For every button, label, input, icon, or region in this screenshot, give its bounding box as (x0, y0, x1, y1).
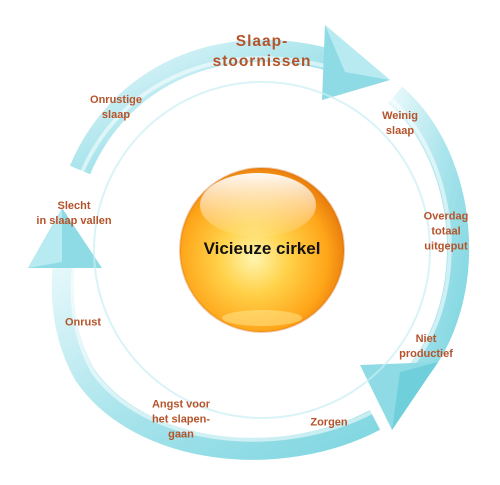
arrow-right (360, 86, 469, 430)
label-zorgen: Zorgen (310, 416, 347, 431)
label-line: slaap (101, 109, 131, 121)
label-line: Slecht (57, 200, 91, 212)
label-line: uitgeput (424, 240, 468, 253)
label-weinig-slaap: Weinig slaap (382, 109, 418, 139)
arrow-top (69, 25, 390, 175)
orange-sphere-icon (179, 167, 345, 333)
label-line: Niet (415, 333, 437, 345)
label-line: Onrustige (90, 94, 142, 106)
label-onrust: Onrust (65, 316, 101, 331)
label-slaapstoornissen: Slaap- stoornissen (213, 32, 312, 72)
label-line: Zorgen (310, 416, 348, 429)
label-angst-voor-het-slapengaan: Angst voor het slapen- gaan (152, 398, 210, 443)
label-line: Slaap- (235, 33, 289, 50)
center-title: Vicieuze cirkel (203, 239, 321, 258)
arrow-bottom (28, 208, 381, 460)
label-line: Weinig (382, 110, 418, 122)
label-line: Onrust (64, 316, 102, 329)
label-line: het slapen- (151, 413, 211, 426)
label-line: in slaap vallen (36, 215, 112, 227)
label-overdag-totaal-uitgeput: Overdag totaal uitgeput (424, 210, 469, 255)
label-line: Angst voor (151, 398, 211, 411)
label-line: slaap (385, 125, 415, 137)
label-niet-productief: Niet productief (399, 332, 453, 362)
label-line: Overdag (423, 210, 469, 223)
label-line: productief (399, 348, 453, 360)
label-line: stoornissen (212, 53, 312, 70)
label-onrustige-slaap: Onrustige slaap (90, 93, 142, 123)
label-line: totaal (431, 225, 461, 238)
label-slecht-in-slaap-vallen: Slecht in slaap vallen (36, 199, 111, 229)
label-line: gaan (168, 428, 194, 441)
